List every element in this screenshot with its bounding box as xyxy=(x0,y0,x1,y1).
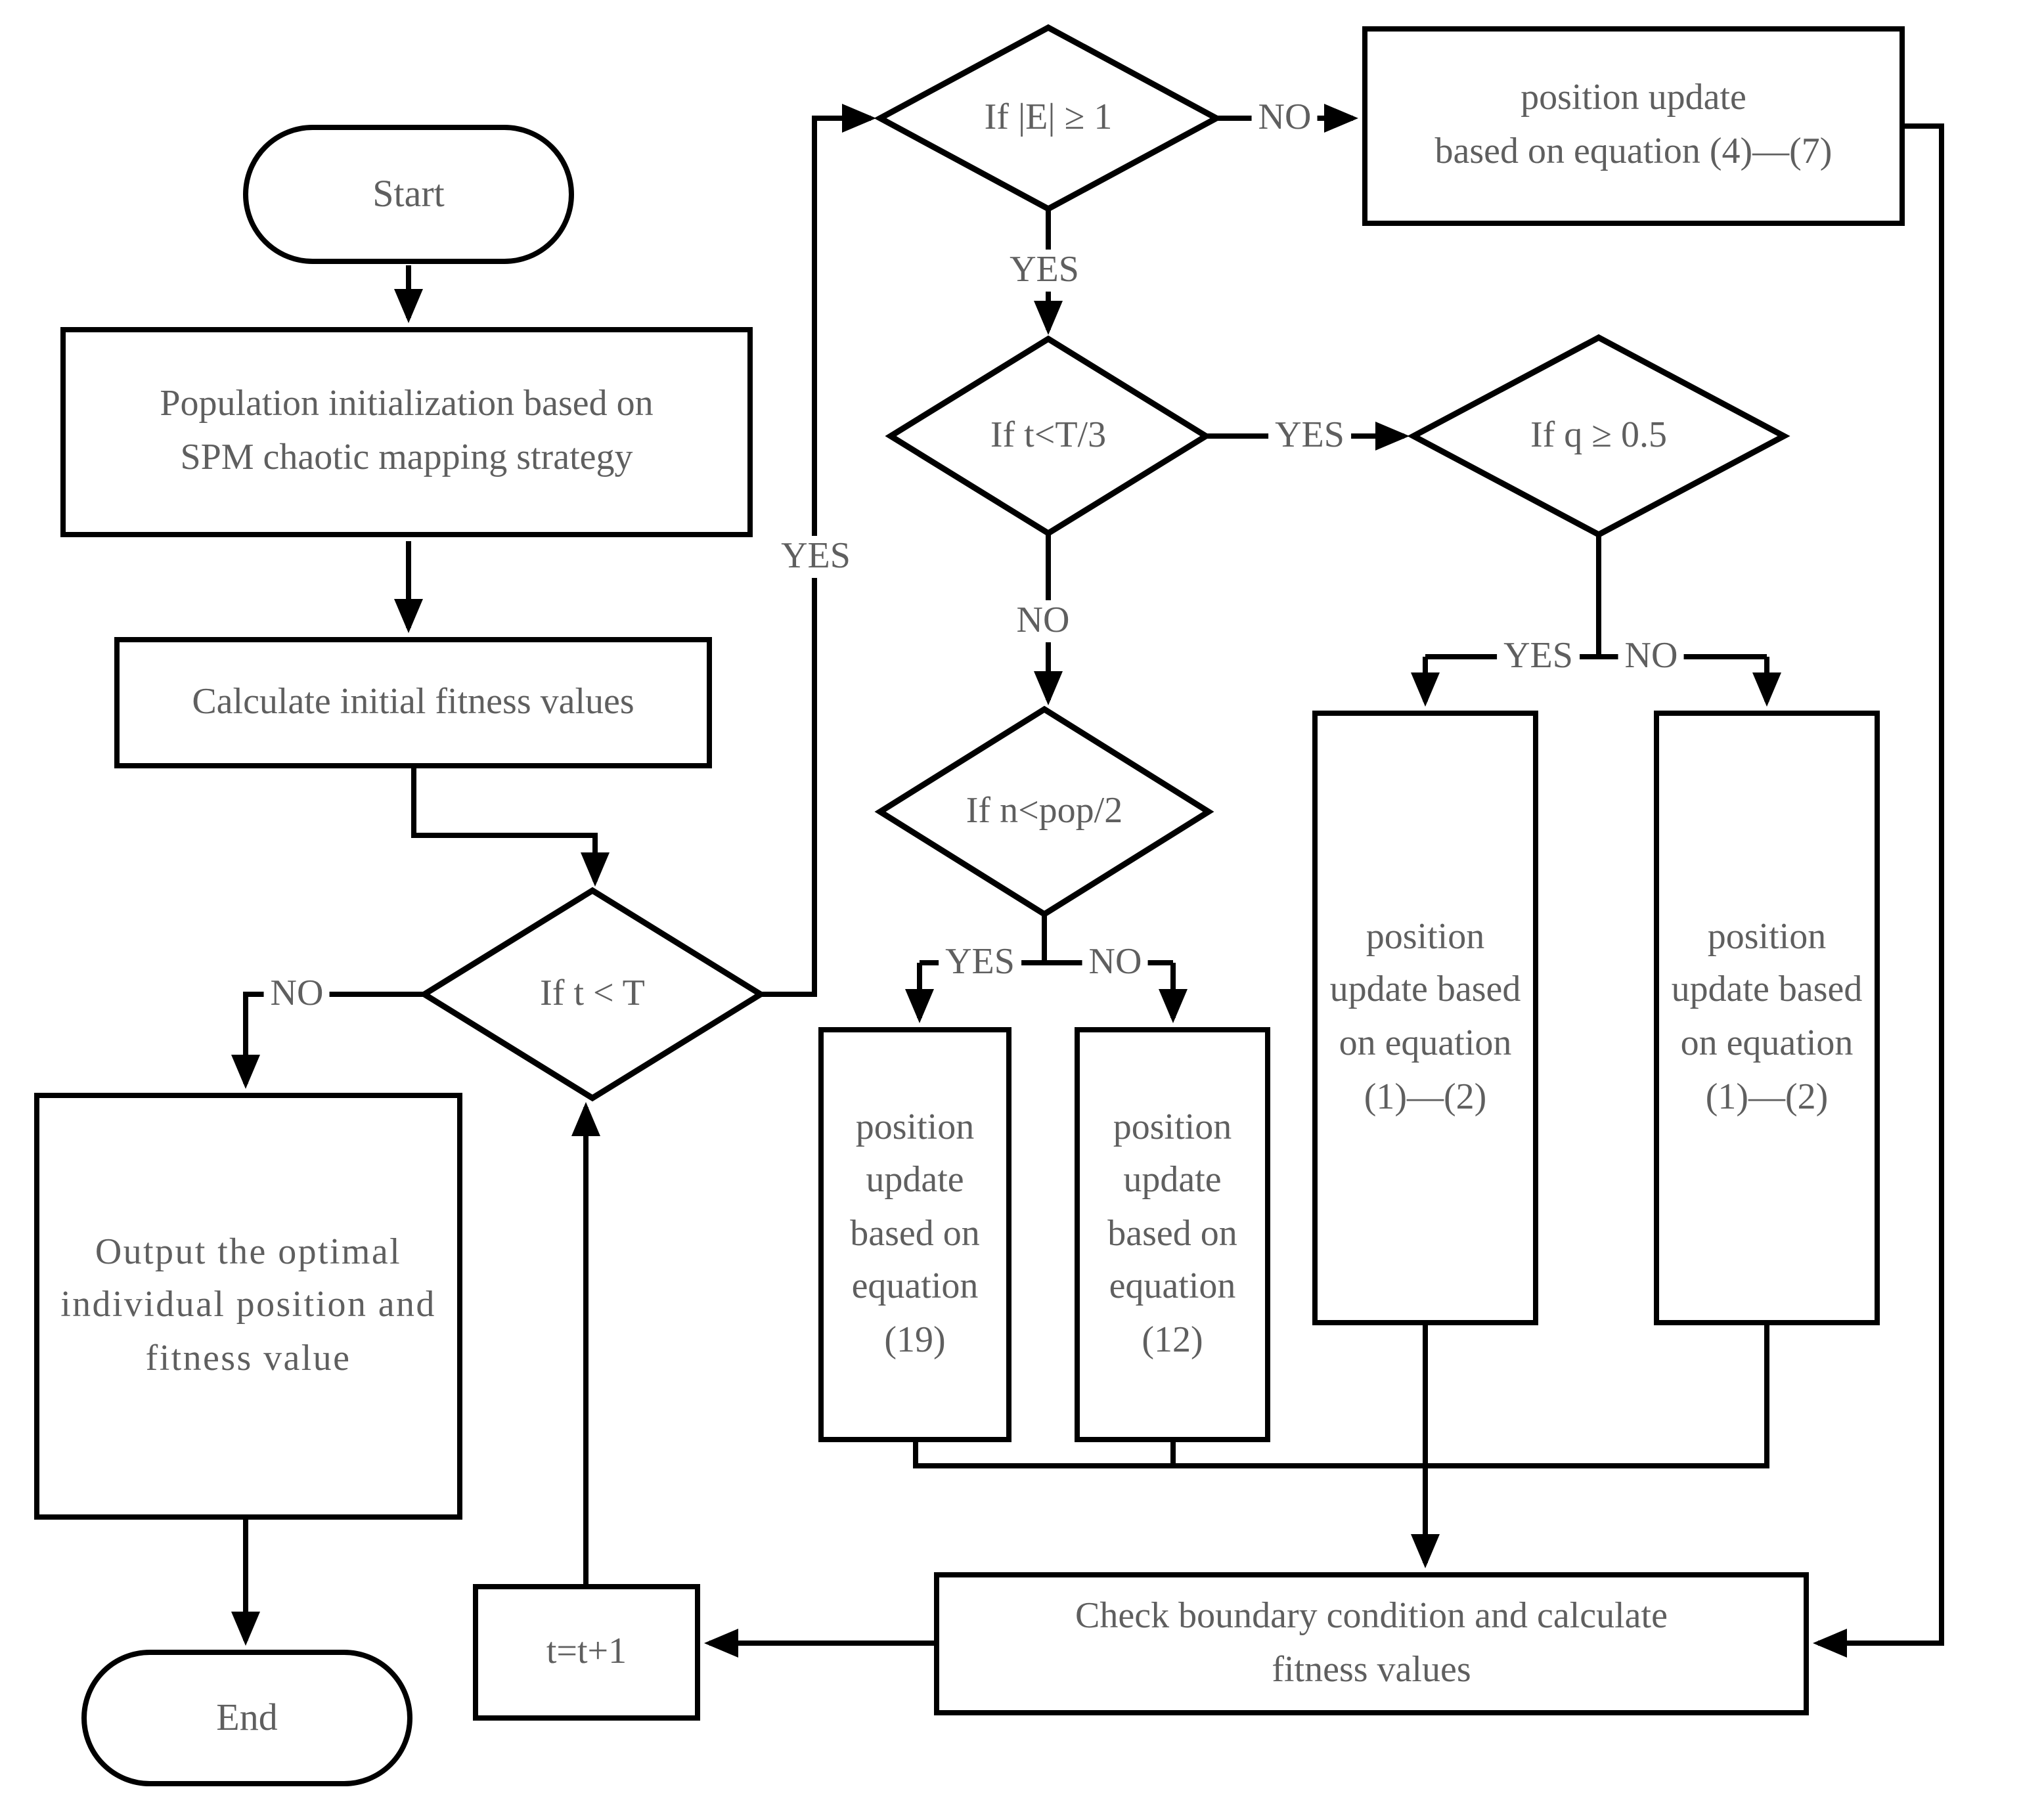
edge-label-iftT3-yes: YES xyxy=(1268,415,1351,457)
if-t-lt-T-label: If t < T xyxy=(540,973,645,1014)
if-t-lt-T3-diamond xyxy=(885,335,1212,537)
check-boundary-line1: Check boundary condition and calculate xyxy=(1075,1595,1668,1637)
t-increment-label: t=t+1 xyxy=(546,1631,627,1672)
edge-eq47-to-check xyxy=(1813,123,1944,1658)
edge-calc-to-iftT xyxy=(411,768,610,887)
eq-12-node: position update based on equation (12) xyxy=(1075,1027,1270,1442)
edge-label-ifq-no: NO xyxy=(1618,636,1685,678)
start-node: Start xyxy=(243,125,574,264)
calc-fitness-label: Calculate initial fitness values xyxy=(192,681,634,722)
population-init-node: Population initialization based on SPM c… xyxy=(60,327,753,537)
edge-label-ifn-yes: YES xyxy=(939,942,1021,984)
population-init-line1: Population initialization based on xyxy=(160,384,654,425)
eq-4-7-line1: position update xyxy=(1521,77,1746,119)
eq-1-2-right-node: position update based on equation (1)—(2… xyxy=(1654,711,1880,1325)
population-init-line2: SPM chaotic mapping strategy xyxy=(180,437,633,478)
edge-label-iftT-yes: YES xyxy=(774,536,857,578)
eq-19-node: position update based on equation (19) xyxy=(818,1027,1011,1442)
if-E-label: If |E| ≥ 1 xyxy=(984,97,1113,138)
eq-1-2-left-label: position update based on equation (1)—(2… xyxy=(1329,916,1521,1118)
if-t-lt-T-diamond xyxy=(418,887,766,1102)
output-optimal-label: Output the optimal individual position a… xyxy=(60,1231,436,1379)
if-q-label: If q ≥ 0.5 xyxy=(1530,415,1667,456)
if-t-lt-T3-label: If t<T/3 xyxy=(990,415,1107,456)
calc-fitness-node: Calculate initial fitness values xyxy=(114,637,712,768)
if-q-diamond xyxy=(1407,334,1790,539)
edge-label-iftT3-no: NO xyxy=(1010,600,1077,642)
t-increment-node: t=t+1 xyxy=(473,1584,700,1721)
eq-12-label: position update based on equation (12) xyxy=(1107,1107,1237,1361)
end-label: End xyxy=(216,1696,278,1739)
start-label: Start xyxy=(372,173,445,215)
check-boundary-line2: fitness values xyxy=(1272,1649,1471,1690)
eq-1-2-left-node: position update based on equation (1)—(2… xyxy=(1312,711,1538,1325)
edge-label-ifE-no: NO xyxy=(1251,97,1318,139)
edge-iftT-no-to-output xyxy=(231,992,424,1089)
if-E-diamond xyxy=(874,24,1223,213)
eq-1-2-right-label: position update based on equation (1)—(2… xyxy=(1671,916,1863,1118)
edge-label-iftT-no: NO xyxy=(263,973,330,1015)
eq-4-7-line2: based on equation (4)—(7) xyxy=(1434,131,1833,172)
eq-19-label: position update based on equation (19) xyxy=(850,1107,980,1361)
end-node: End xyxy=(81,1650,412,1786)
eq-4-7-node: position update based on equation (4)—(7… xyxy=(1362,26,1905,226)
output-optimal-node: Output the optimal individual position a… xyxy=(34,1093,462,1520)
check-boundary-node: Check boundary condition and calculate f… xyxy=(934,1572,1809,1715)
edge-label-ifq-yes: YES xyxy=(1497,636,1580,678)
if-n-label: If n<pop/2 xyxy=(966,791,1123,831)
edge-label-ifE-yes: YES xyxy=(1003,250,1086,292)
if-n-diamond xyxy=(874,705,1214,918)
edge-label-ifn-no: NO xyxy=(1082,942,1149,984)
